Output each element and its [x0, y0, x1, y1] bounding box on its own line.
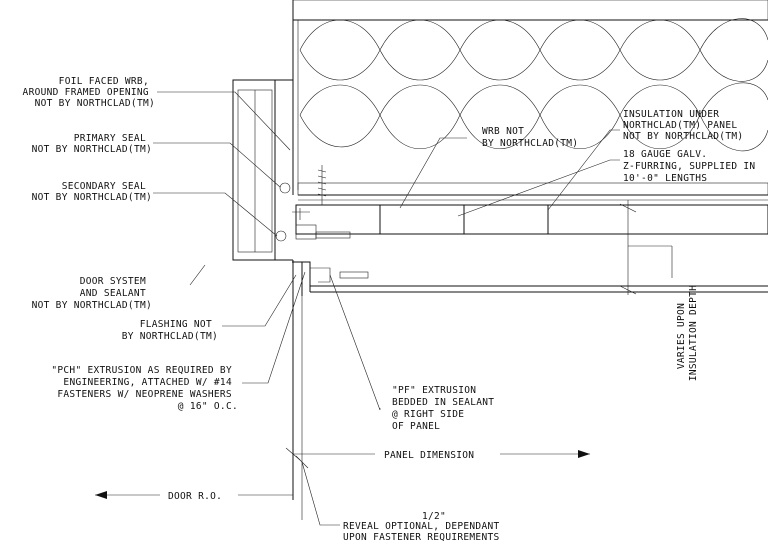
reveal-leader — [295, 455, 340, 526]
label-door-system: DOOR SYSTEM AND SEALANT NOT BY NORTHCLAD… — [32, 276, 152, 311]
label-pf-extrusion: "PF" EXTRUSION BEDDED IN SEALANT @ RIGHT… — [392, 385, 500, 432]
varies-dimension — [619, 200, 673, 295]
door-frame — [232, 79, 351, 296]
label-primary-seal: PRIMARY SEAL NOT BY NORTHCLAD(TM) — [32, 133, 152, 155]
northclad-panel — [310, 271, 768, 293]
label-secondary-seal: SECONDARY SEAL NOT BY NORTHCLAD(TM) — [32, 181, 152, 203]
door-ro-dimension — [95, 491, 293, 499]
label-z-furring: 18 GAUGE GALV. Z-FURRING, SUPPLIED IN 10… — [623, 149, 761, 184]
reveal-lines — [292, 260, 303, 520]
label-reveal: REVEAL OPTIONAL, DEPENDANT UPON FASTENER… — [343, 521, 506, 543]
label-foil-wrb: FOIL FACED WRB, AROUND FRAMED OPENING NO… — [23, 76, 155, 109]
label-insulation-under: INSULATION UNDER NORTHCLAD(TM) PANEL NOT… — [623, 109, 743, 142]
label-door-ro: DOOR R.O. — [168, 491, 222, 502]
batt-insulation — [292, 0, 768, 195]
label-half-inch: 1/2" — [422, 511, 446, 522]
label-wrb-not: WRB NOT BY NORTHCLAD(TM) — [482, 126, 578, 149]
wrb-layer — [297, 182, 768, 201]
label-pch-extrusion: "PCH" EXTRUSION AS REQUIRED BY ENGINEERI… — [51, 365, 238, 412]
label-panel-dimension: PANEL DIMENSION — [384, 450, 474, 461]
label-flashing: FLASHING NOT BY NORTHCLAD(TM) — [122, 319, 218, 342]
exterior-sheathing — [292, 0, 768, 21]
label-varies-depth: VARIES UPON INSULATION DEPTH — [676, 285, 699, 381]
rigid-insulation — [295, 204, 768, 235]
leaders — [153, 91, 620, 411]
